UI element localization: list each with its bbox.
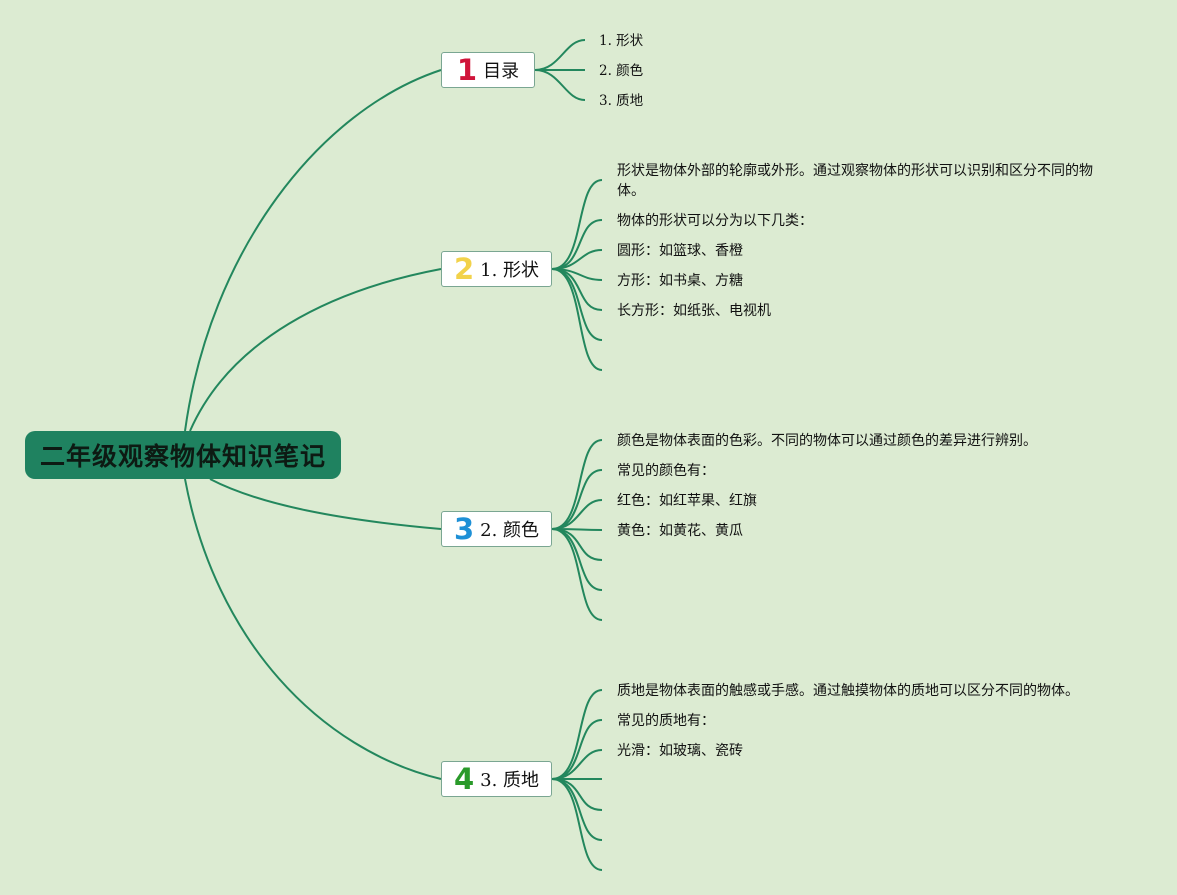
leaf-item: 质地是物体表面的触感或手感。通过触摸物体的质地可以区分不同的物体。	[617, 683, 1079, 699]
branch-label: 1. 形状	[480, 260, 540, 281]
number-badge-3: 3	[453, 511, 475, 546]
leaf-item: 红色：如红苹果、红旗	[617, 493, 757, 509]
leaf-item: 光滑：如玻璃、瓷砖	[617, 743, 743, 759]
number-badge-1: 1	[456, 52, 478, 87]
leaf-item: 常见的质地有：	[617, 713, 715, 729]
edge-root-2	[189, 268, 442, 432]
branch-label: 2. 颜色	[480, 520, 540, 541]
leaf-item: 2. 颜色	[599, 63, 644, 79]
leaf-item: 常见的颜色有：	[617, 463, 715, 479]
leaf-item: 圆形：如篮球、香橙	[617, 243, 743, 259]
leaf-item: 形状是物体外部的轮廓或外形。通过观察物体的形状可以识别和区分不同的物体。	[617, 163, 1093, 199]
branch-texture[interactable]: 4 3. 质地	[441, 761, 552, 797]
edge-root-1	[184, 69, 442, 432]
branch-shape[interactable]: 2 1. 形状	[441, 251, 552, 287]
number-badge-4: 4	[453, 761, 475, 796]
leaf-item: 颜色是物体表面的色彩。不同的物体可以通过颜色的差异进行辨别。	[617, 433, 1037, 449]
edge-root-3	[209, 478, 442, 530]
root-title: 二年级观察物体知识笔记	[39, 442, 326, 471]
leaf-item: 长方形：如纸张、电视机	[617, 303, 771, 319]
number-badge-2: 2	[453, 251, 475, 286]
leaf-item: 3. 质地	[599, 93, 644, 109]
branch-toc[interactable]: 1 目录	[441, 52, 535, 88]
leaf-item: 物体的形状可以分为以下几类：	[617, 213, 813, 229]
edge-root-4	[184, 478, 442, 780]
leaf-item: 1. 形状	[599, 33, 644, 49]
branch-label: 3. 质地	[480, 770, 540, 791]
branch-color[interactable]: 3 2. 颜色	[441, 511, 552, 547]
branch-label: 目录	[483, 61, 520, 82]
leaf-item: 方形：如书桌、方糖	[617, 273, 743, 289]
root-node[interactable]: 二年级观察物体知识笔记	[25, 431, 341, 479]
leaf-item: 黄色：如黄花、黄瓜	[617, 523, 743, 539]
